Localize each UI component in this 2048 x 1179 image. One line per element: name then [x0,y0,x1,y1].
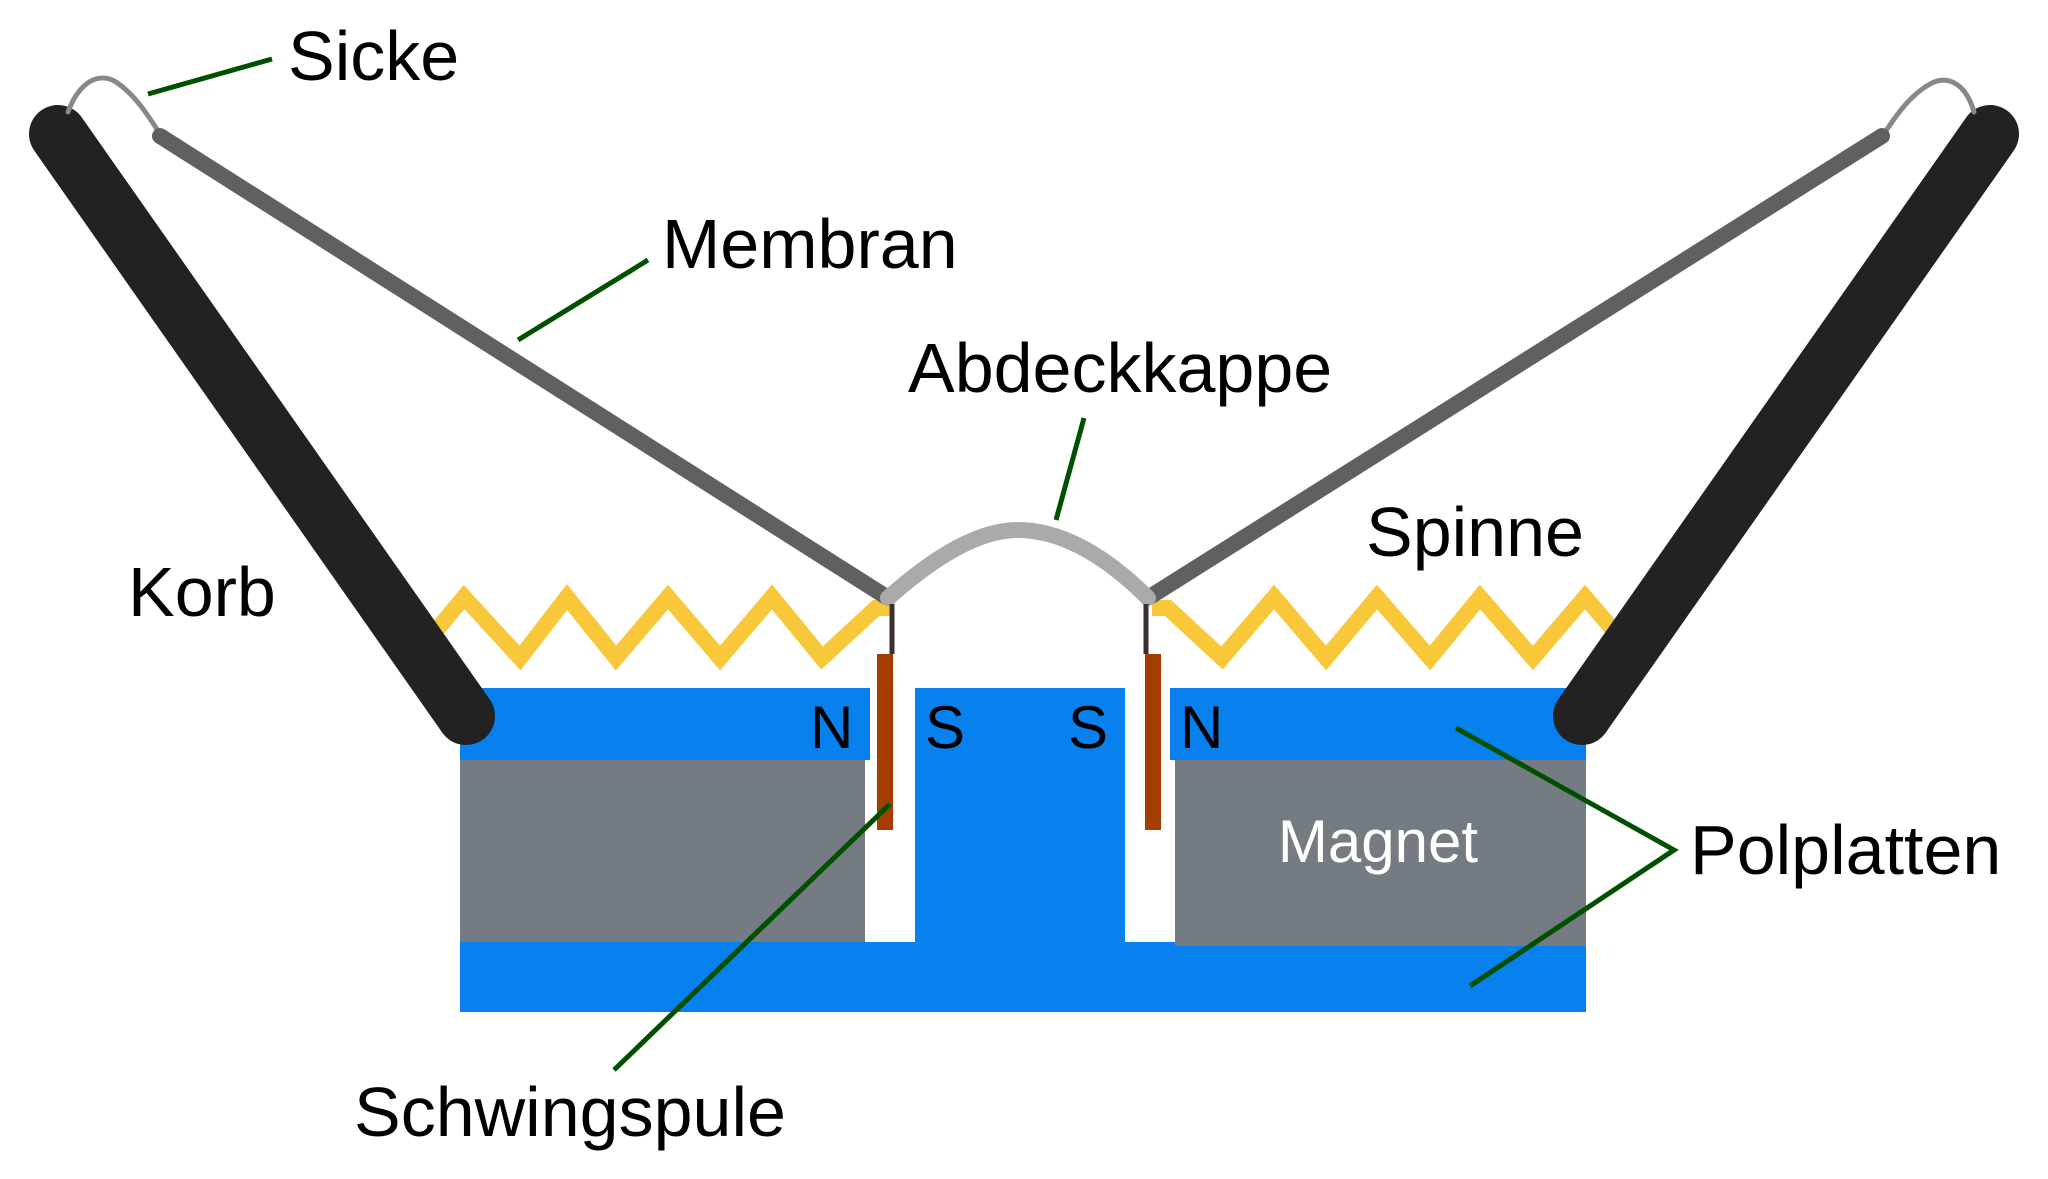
spider [428,584,1622,671]
leader-schwingspule [612,802,892,1072]
label-membran: Membran [662,205,958,283]
membrane-left [152,128,896,606]
label-polplatten: Polplatten [1690,811,2001,889]
dust-cap [880,521,1156,606]
label-korb: Korb [128,553,276,631]
pole-plate-bottom [460,688,1586,1012]
leader-sicke [147,56,273,97]
leader-polplatten [1454,725,1679,989]
leader-abdeckkappe [1053,417,1087,521]
leader-membran [516,257,650,343]
basket-right [1553,105,2019,745]
voice-coil-right [1145,654,1161,830]
voice-coil [877,604,1161,830]
pole-plate-top-right [1170,688,1586,760]
leader-lines [147,56,1679,1072]
membrane [152,128,1890,606]
surround-left [65,75,163,137]
surround-right [1881,77,1977,137]
pole-plate-top-left [460,688,870,760]
surround [65,75,1977,137]
pole-label-right-outer: N [1180,694,1223,761]
voice-coil-left [877,654,893,830]
membrane-right [1140,128,1890,606]
spider-right [1152,584,1622,671]
label-spinne: Spinne [1366,493,1584,571]
pole-label-left-outer: N [810,694,853,761]
label-sicke: Sicke [288,17,459,95]
label-schwingspule: Schwingspule [354,1073,786,1151]
label-abdeckkappe: Abdeckkappe [908,329,1332,407]
magnet-label: Magnet [1278,808,1478,875]
spider-left [428,584,890,671]
basket [29,105,2019,745]
magnet-left [460,760,865,942]
magnet-right [1175,760,1586,946]
pole-label-left-inner: S [925,694,965,761]
basket-left [29,105,495,745]
pole-label-right-inner: S [1068,694,1108,761]
